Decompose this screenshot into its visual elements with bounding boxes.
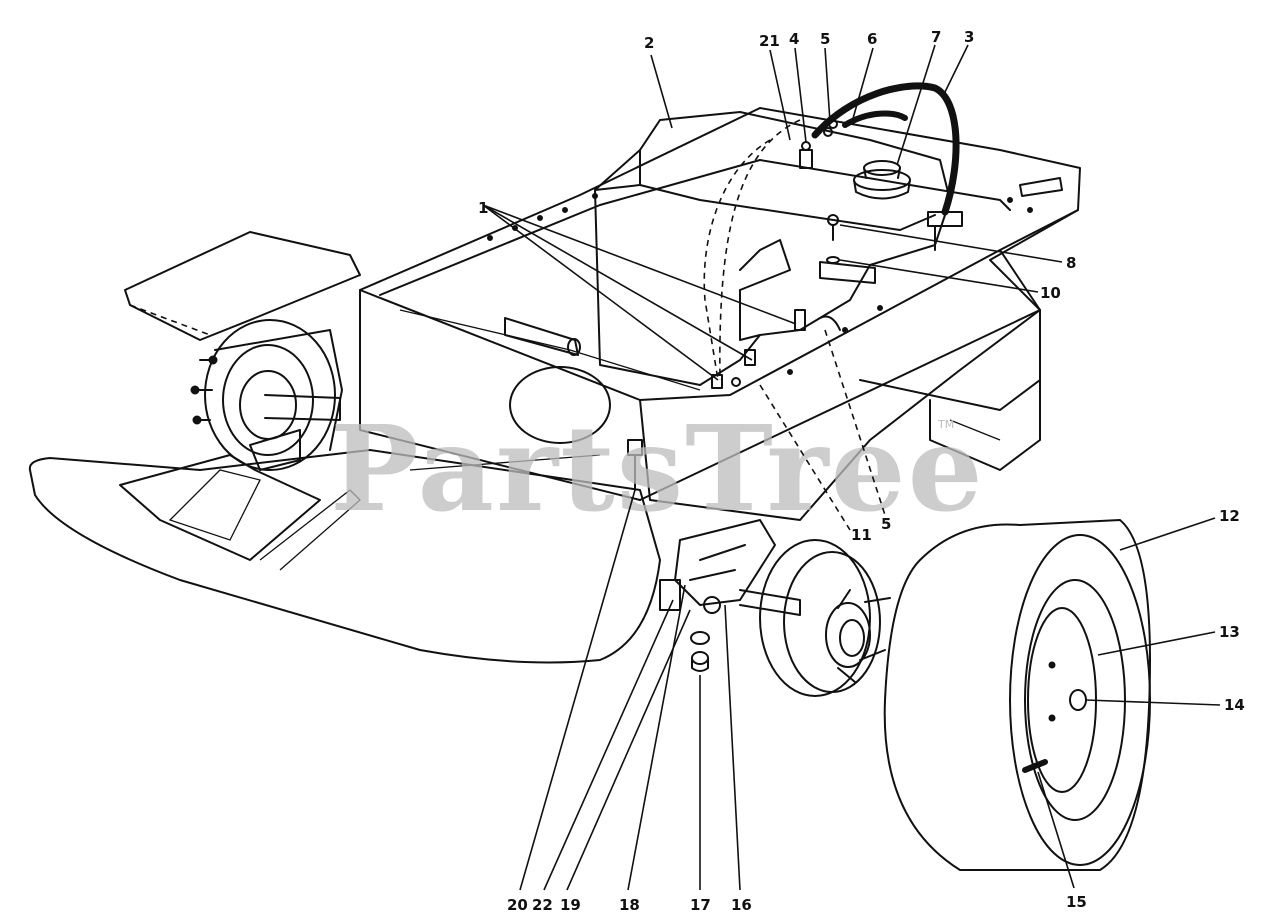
- callout-12: 12: [1219, 507, 1240, 525]
- right-brake-drum: [759, 539, 891, 697]
- callout-1: 1: [478, 199, 488, 217]
- callout-15: 15: [1066, 893, 1087, 911]
- callout-14: 14: [1224, 696, 1245, 714]
- rear-tire: [883, 519, 1151, 871]
- callout-18: 18: [619, 896, 640, 914]
- callout-labels: 1 2 3 4 5 6 7 21 8 10 11 5 12 13 14 15 1…: [478, 28, 1245, 914]
- watermark-text: PartsTree: [330, 399, 985, 538]
- callout-3: 3: [964, 28, 974, 46]
- callout-2: 2: [644, 34, 654, 52]
- callout-20: 20: [507, 896, 528, 914]
- callout-8: 8: [1066, 254, 1076, 272]
- left-wheel-hub: [190, 319, 343, 471]
- callout-11: 11: [851, 526, 872, 544]
- callout-7: 7: [931, 28, 941, 46]
- fuel-tank: [594, 111, 951, 386]
- leader-lines: [482, 44, 1221, 891]
- callout-17: 17: [690, 896, 711, 914]
- callout-10: 10: [1040, 284, 1061, 302]
- callout-4: 4: [789, 30, 799, 48]
- callout-21: 21: [759, 32, 780, 50]
- callout-13: 13: [1219, 623, 1240, 641]
- washers-nuts: [690, 631, 710, 672]
- callout-6: 6: [867, 30, 877, 48]
- callout-5-top: 5: [820, 30, 830, 48]
- hardware-bolts: [504, 214, 841, 389]
- callout-16: 16: [731, 896, 752, 914]
- watermark: PartsTree TM: [330, 399, 985, 538]
- callout-19: 19: [560, 896, 581, 914]
- callout-5-bottom: 5: [881, 515, 891, 533]
- chassis-frame: [28, 107, 1081, 664]
- callout-22: 22: [532, 896, 553, 914]
- watermark-trademark: TM: [937, 418, 954, 431]
